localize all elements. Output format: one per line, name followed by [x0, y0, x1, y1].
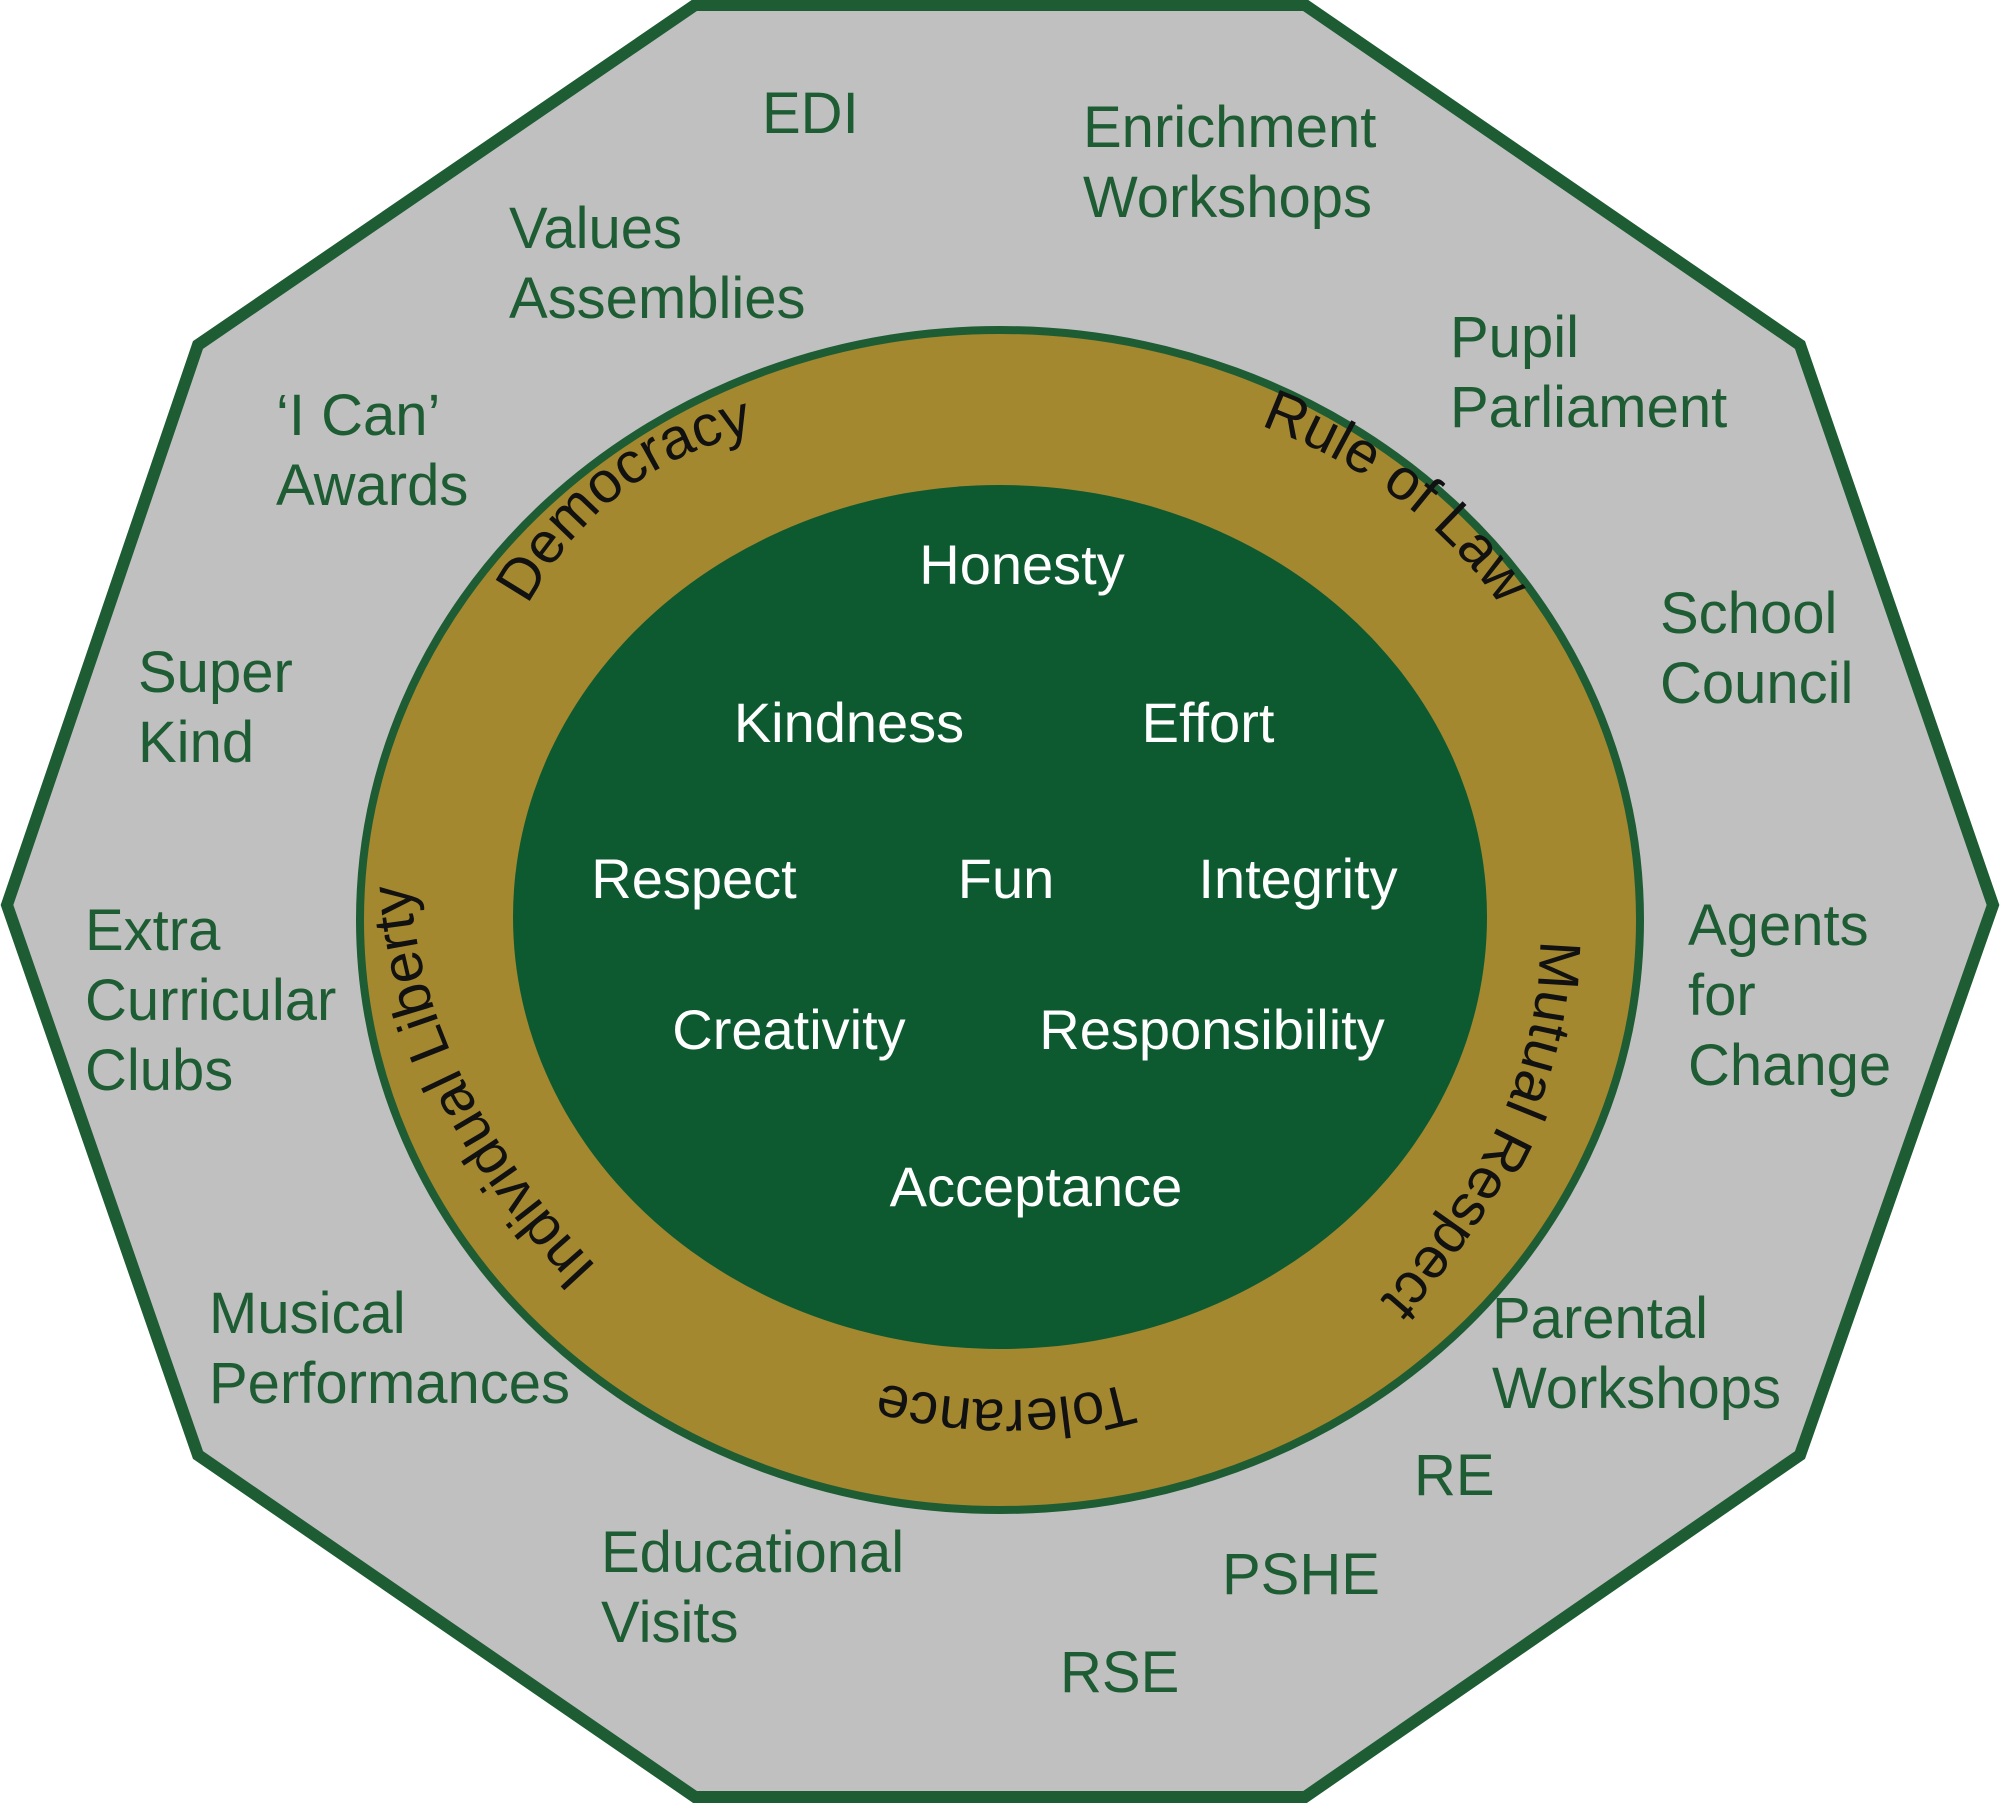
activity-edi: EDI: [762, 81, 859, 146]
activity-re: RE: [1414, 1443, 1495, 1508]
activity-values-assemblies: Values Assemblies: [509, 196, 806, 331]
school-values-core: [513, 485, 1487, 1349]
activities-group: EDI Enrichment Workshops Values Assembli…: [85, 81, 1891, 1705]
value-creativity: Creativity: [672, 998, 905, 1061]
value-effort: Effort: [1142, 691, 1275, 754]
activity-pshe: PSHE: [1222, 1542, 1380, 1607]
activity-i-can-awards: ‘I Can’ Awards: [276, 383, 468, 518]
activity-rse: RSE: [1060, 1640, 1179, 1705]
activity-educational-visits: Educational Visits: [601, 1520, 920, 1655]
activity-super-kind: Super Kind: [138, 640, 309, 775]
school-values-group: Honesty Kindness Effort Respect Fun Inte…: [591, 533, 1397, 1218]
activity-enrichment-workshops: Enrichment Workshops: [1083, 95, 1392, 230]
value-acceptance: Acceptance: [890, 1155, 1183, 1218]
activity-agents-for-change: Agents for Change: [1688, 893, 1891, 1098]
activity-school-council: School Council: [1660, 581, 1853, 716]
value-responsibility: Responsibility: [1039, 998, 1385, 1061]
value-fun: Fun: [958, 847, 1055, 910]
activity-parental-workshops: Parental Workshops: [1492, 1286, 1781, 1421]
value-respect: Respect: [591, 847, 797, 910]
value-integrity: Integrity: [1198, 847, 1397, 910]
activity-musical-performances: Musical Performances: [209, 1281, 570, 1416]
value-honesty: Honesty: [919, 533, 1124, 596]
activity-extra-curricular-clubs: Extra Curricular Clubs: [85, 898, 353, 1103]
value-kindness: Kindness: [734, 691, 964, 754]
activity-pupil-parliament: Pupil Parliament: [1450, 305, 1727, 440]
